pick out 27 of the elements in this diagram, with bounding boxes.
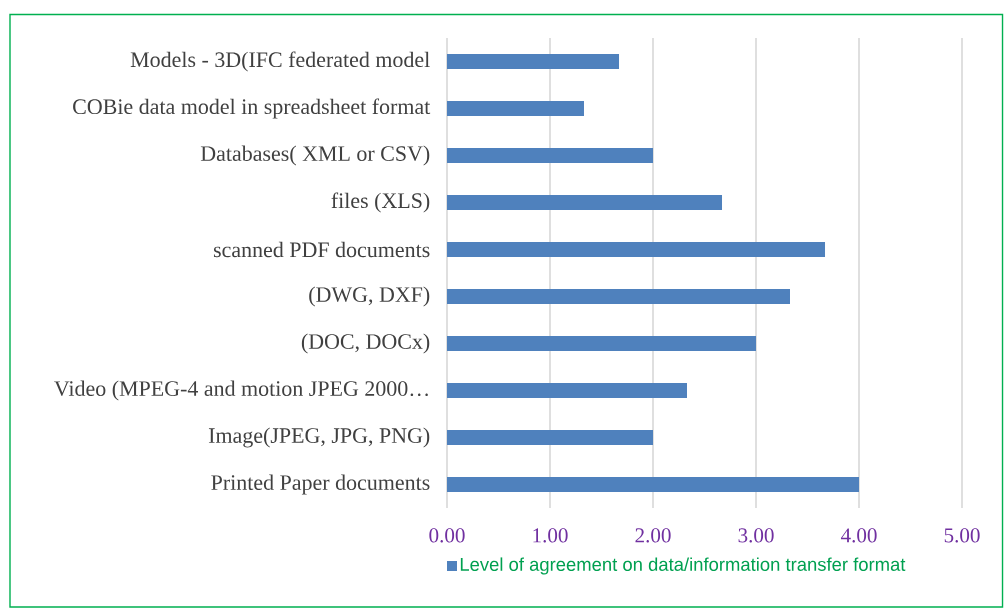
bar [447, 100, 584, 116]
x-tick-label: 1.00 [533, 528, 568, 543]
x-tick-label: 3.00 [738, 528, 774, 543]
y-tick-label: (DOC, DOCx) [301, 333, 430, 354]
y-tick-label: Databases( XML or CSV) [200, 145, 430, 166]
x-tick-label: 2.00 [635, 528, 671, 543]
x-tick-label: 0.00 [429, 528, 465, 543]
bar [447, 147, 654, 163]
bar [447, 53, 620, 69]
y-tick-label: Models - 3D(IFC federated model [130, 51, 430, 72]
bar [447, 289, 790, 304]
x-tick-label: 4.00 [840, 528, 877, 543]
x-tick-label: 5.00 [944, 528, 980, 543]
bar [447, 430, 654, 445]
y-tick-label: Image(JPEG, JPG, PNG) [208, 427, 430, 448]
y-tick-label: Video (MPEG-4 and motion JPEG 2000… [54, 380, 428, 401]
y-tick-label: files (XLS) [331, 192, 430, 213]
y-tick-label: (DWG, DXF) [309, 286, 430, 307]
bar [447, 241, 826, 257]
y-tick-label: Printed Paper documents [211, 474, 430, 495]
y-tick-label: COBie data model in spreadsheet format [73, 98, 431, 119]
bar [447, 477, 859, 492]
bar [447, 383, 687, 398]
bar [447, 194, 723, 210]
y-tick-label: scanned PDF documents [213, 241, 430, 258]
legend-label: Level of agreement on data/information transfer format [460, 557, 906, 575]
bar [447, 335, 756, 351]
